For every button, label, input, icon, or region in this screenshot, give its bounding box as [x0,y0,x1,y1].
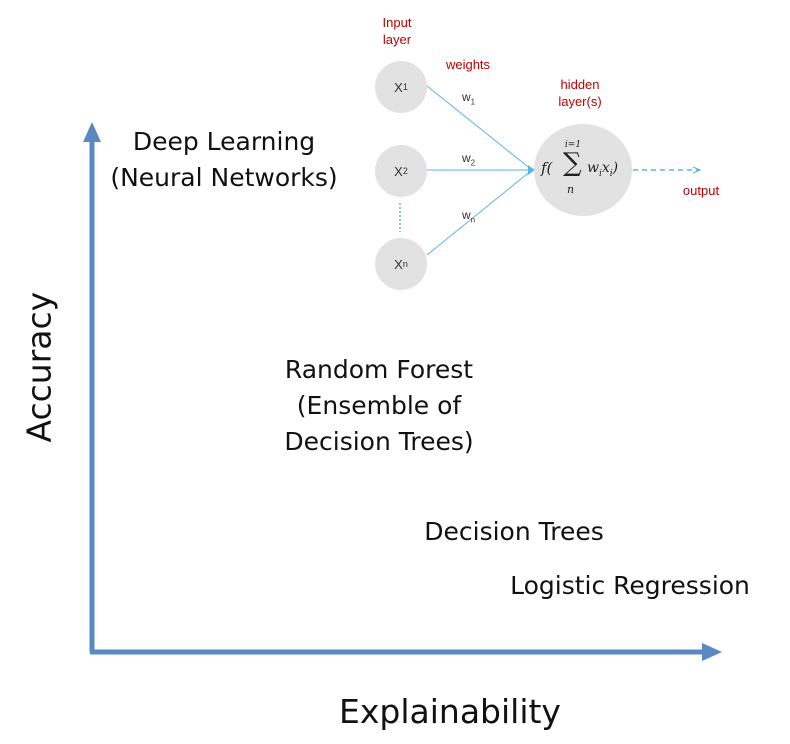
input-layer-label: Input layer [382,15,412,47]
x-axis [90,643,722,661]
connector-arrowhead [528,165,535,175]
weights-label: weights [445,57,491,72]
hidden-layer-label: hidden layer(s) [558,77,602,109]
label-deep-learning: Deep Learning (Neural Networks) [110,127,338,192]
weight-label-w2: w2 [462,151,476,168]
label-random-forest: Random Forest (Ensemble of Decision Tree… [284,355,474,456]
hidden-layer-node [534,124,632,216]
formula-sum-bottom: n [567,183,575,196]
label-decision-trees: Decision Trees [424,517,604,546]
connector-w1 [426,85,533,171]
x-axis-label: Explainability [339,692,561,731]
label-logistic-regression: Logistic Regression [510,571,750,600]
formula-sum-symbol: ∑ [563,148,582,178]
output-label: output [682,183,720,198]
formula-function: f( [541,159,553,177]
y-axis [83,122,101,652]
connector-wn [426,169,533,256]
weight-label-w1: w1 [462,90,476,107]
formula-term: wixi) [587,160,619,179]
network-connectors [399,85,700,256]
y-axis-label: Accuracy [19,291,59,443]
weight-label-wn: wn [462,208,476,225]
formula-sum-top: i=1 [564,140,582,150]
